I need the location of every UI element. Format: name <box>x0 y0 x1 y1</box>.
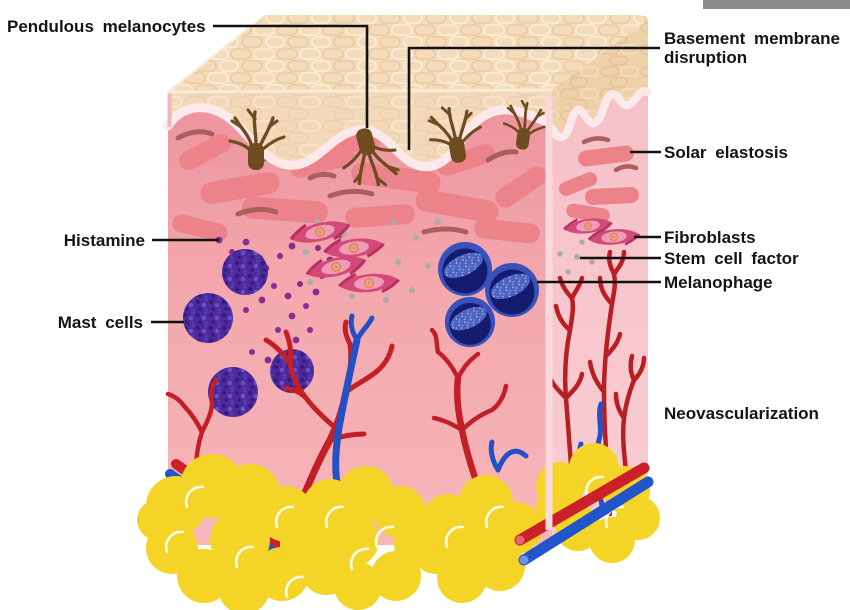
basement-membrane-leader <box>407 46 660 150</box>
label-mast-cells: Mast cells <box>57 313 143 332</box>
label-fibroblasts: Fibroblasts <box>664 228 756 247</box>
label-pendulous-melanocytes: Pendulous melanocytes <box>7 17 206 36</box>
solar-elastosis-front <box>172 132 547 244</box>
label-neovascularization: Neovascularization <box>664 404 819 423</box>
label-basement-membrane-disruption: Basement membrane disruption <box>664 29 840 67</box>
top-gray-bar <box>703 0 850 9</box>
vessels-front <box>165 313 529 530</box>
label-stem-cell-factor: Stem cell factor <box>664 249 799 268</box>
side-face <box>514 16 660 566</box>
stem-cell-factor-dots-front <box>303 219 467 303</box>
top-face-stratum-corneum <box>167 14 645 94</box>
label-histamine: Histamine <box>63 231 145 250</box>
label-melanophage: Melanophage <box>664 273 773 292</box>
leader-lines <box>151 24 661 324</box>
subcutaneous-vessel-pair-right <box>514 462 654 566</box>
label-solar-elastosis: Solar elastosis <box>664 143 789 162</box>
fat-lobules <box>137 454 542 610</box>
pendulous-melanocytes-leader <box>213 24 369 128</box>
